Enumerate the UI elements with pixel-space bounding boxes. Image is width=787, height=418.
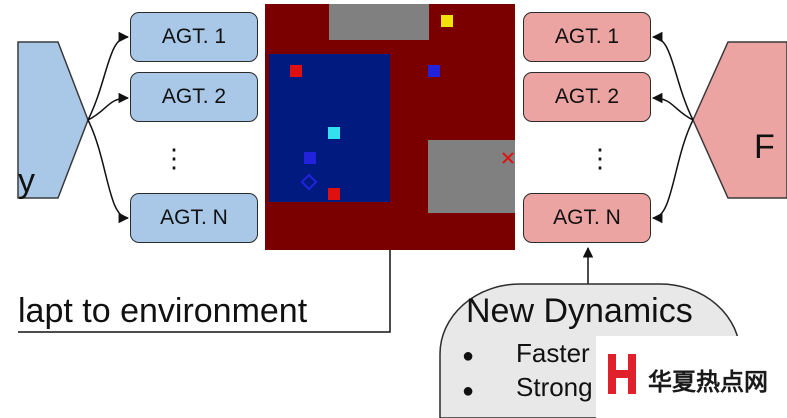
left-hexagon [17,41,89,199]
left-hexagon-label: y [18,162,35,200]
right-agent-ellipsis: ⋮ [587,143,613,173]
bullet-text-2: Strong [516,372,593,402]
left-arrow-agt-2 [87,92,130,121]
left-agent-2: AGT. 2 [130,72,258,122]
left-arrow-agt-1 [87,31,130,121]
right-arrow-agt-n [651,119,694,224]
left-agent-1: AGT. 1 [130,12,258,62]
left-agent-n: AGT. N [130,193,258,243]
right-agent-n: AGT. N [523,193,651,243]
env-cell-cyan [328,127,340,139]
bullet-dot-2: ● [462,380,475,402]
right-arrow-agt-1 [651,31,694,121]
right-agent-1: AGT. 1 [523,12,651,62]
env-cell-yellow [441,15,453,27]
right-hexagon [692,41,787,199]
env-cell-x-mark [502,152,514,164]
new-dynamics-title: New Dynamics [466,292,693,330]
right-arrow-agt-2 [651,92,694,121]
env-cell-red-1 [290,65,302,77]
bullet-dot-1: ● [462,345,475,367]
env-cell-diamond [300,173,318,191]
env-caption-connector [18,250,391,333]
left-arrow-agt-n [87,119,130,224]
adapt-caption: lapt to environment [18,292,308,330]
right-agent-2: AGT. 2 [523,72,651,122]
watermark-logo-letter: H [618,384,626,395]
env-wall-right [428,140,515,213]
env-cell-blue-2 [304,152,316,164]
left-agent-ellipsis: ⋮ [161,143,187,173]
right-hexagon-label: F [754,128,775,166]
watermark-logo-icon: H [608,354,636,395]
environment-grid [265,4,515,250]
env-cell-blue-1 [428,65,440,77]
env-wall-top [329,4,429,40]
watermark-text: 华夏热点网 [648,368,768,396]
env-cell-red-2 [328,188,340,200]
bullet-text-1: Faster [516,338,590,368]
